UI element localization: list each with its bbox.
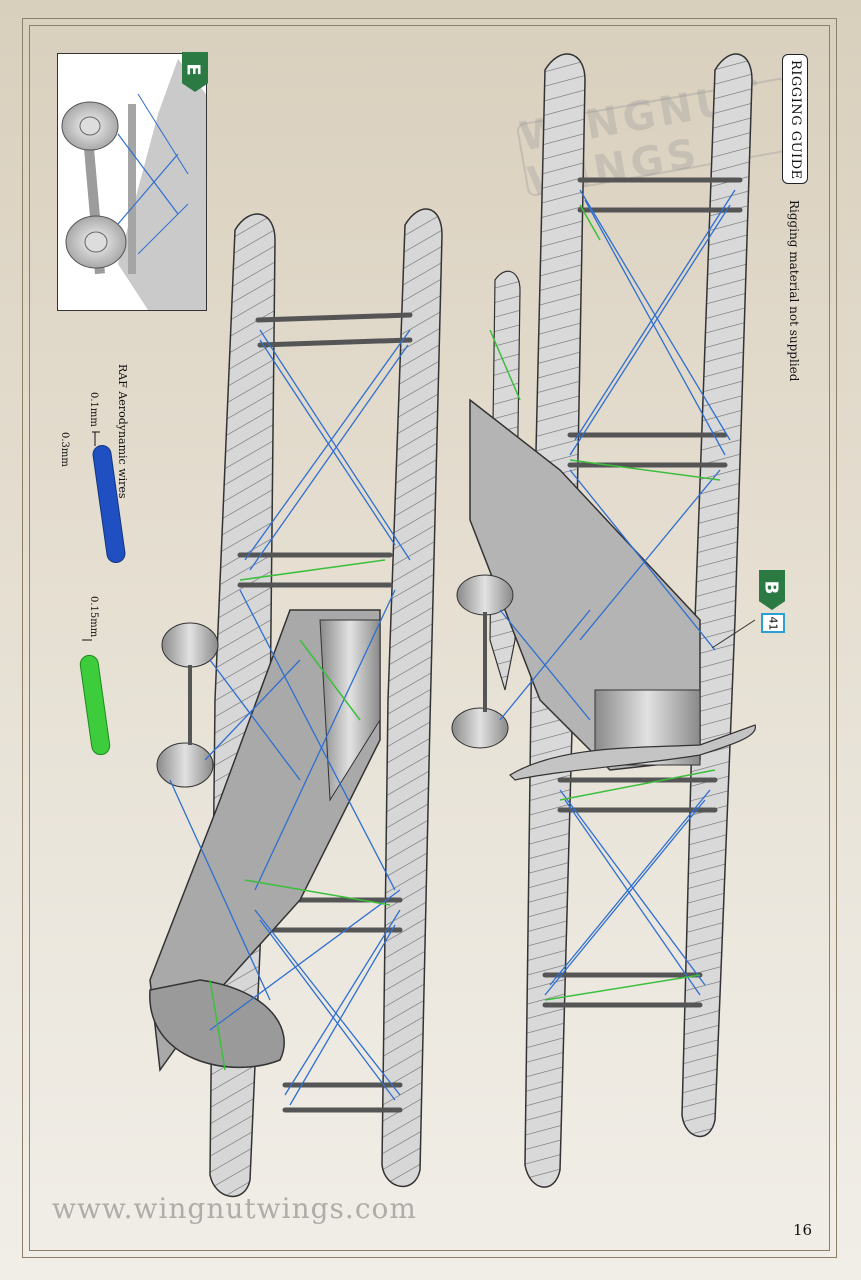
page-border-outer	[22, 18, 837, 1258]
wire-legend	[79, 431, 126, 756]
aircraft-left	[149, 208, 443, 1197]
legend-wire-green-label: 0.15mm	[88, 596, 99, 638]
legend-material-label: RAF Aerodynamic wires	[116, 364, 129, 499]
step-tag-letter: B	[760, 580, 782, 595]
inset-tag-e: E	[182, 52, 208, 92]
part-number-label: 41	[766, 616, 780, 630]
part-number-box: 41	[761, 613, 785, 633]
legend-wire-thin-label: 0.1mm	[88, 392, 99, 427]
inset-undercarriage-detail	[57, 53, 207, 311]
footer-url: www.wingnutwings.com	[52, 1192, 417, 1225]
rigging-guide-subtitle: Rigging material not supplied	[787, 200, 801, 382]
aircraft-right	[451, 53, 756, 1188]
legend-wire-thick-label: 0.3mm	[59, 432, 70, 467]
rigging-guide-title: RIGGING GUIDE	[788, 60, 803, 180]
page-number: 16	[793, 1221, 813, 1239]
page-border-inner	[29, 25, 830, 1251]
step-tag-b: B	[759, 570, 785, 610]
rigging-guide-box	[782, 54, 808, 184]
undercarriage-detail-drawing	[61, 59, 206, 310]
